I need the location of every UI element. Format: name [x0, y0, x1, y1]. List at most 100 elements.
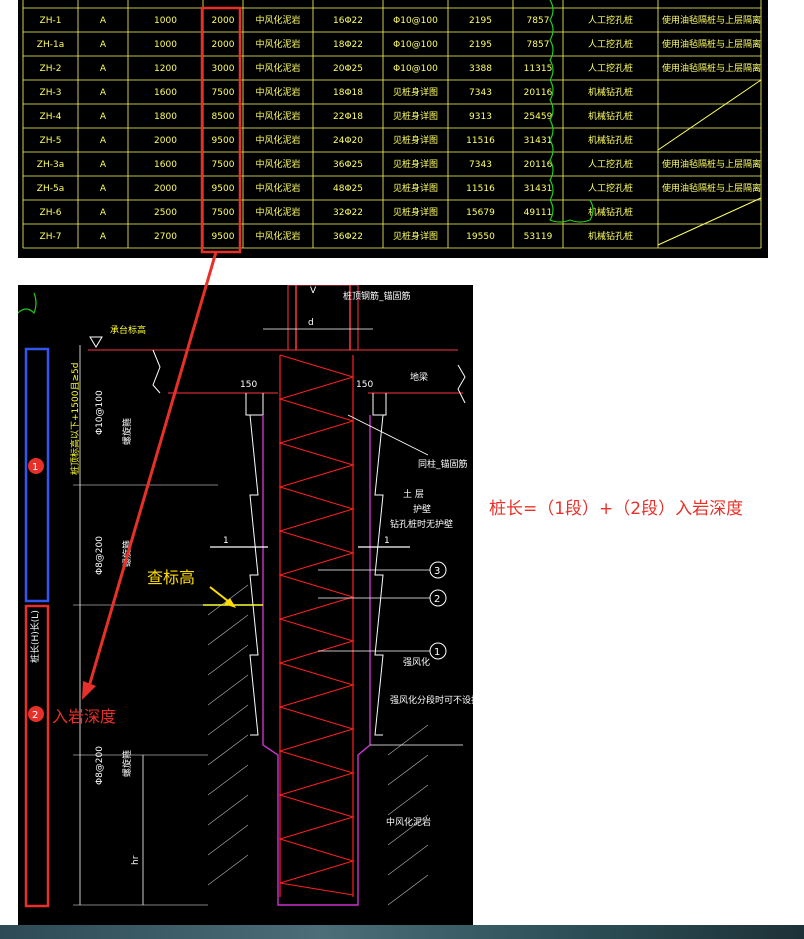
table-cell: 18Φ22 [333, 40, 363, 50]
callout-2: 2 [318, 589, 447, 607]
column-outline [287, 285, 359, 351]
revision-cloud-corner [18, 292, 37, 315]
table-cell: 见桩身详图 [393, 134, 438, 146]
table-cell: 49111 [524, 208, 553, 218]
table-cell: 见桩身详图 [393, 182, 438, 194]
elevation-mark-label: 承台标高 [110, 324, 146, 336]
wall-note-label: 钻孔桩时无护壁 [390, 518, 453, 530]
table-cell: A [100, 136, 107, 146]
anchor-note-label: 同柱_锚固筋 [418, 458, 468, 470]
diagonal-strike [657, 79, 762, 151]
table-cell: 使用油毡隔桩与上层隔离 [662, 158, 761, 170]
table-cell: 20116 [524, 88, 553, 98]
table-cell: ZH-3a [37, 160, 64, 170]
table-cell: 中风化泥岩 [255, 62, 300, 74]
table-cell: 15679 [466, 208, 495, 218]
table-cell: 2000 [154, 136, 177, 146]
table-cell: Φ10@100 [393, 64, 438, 74]
table-cell: Φ10@100 [393, 40, 438, 50]
table-cell: 机械钻孔桩 [588, 206, 633, 218]
pile-section-svg: 承台标高 V 桩顶钢筋_锚固筋 d 150 150 地梁 [18, 285, 473, 906]
cap-right-step [372, 393, 387, 416]
rock-label: 中风化泥岩 [386, 816, 431, 828]
wall-label: 护壁 [413, 503, 431, 515]
table-cell: 36Φ22 [333, 232, 363, 242]
table-cell: ZH-1a [37, 40, 64, 50]
pile-length-formula: 桩长=（1段）+（2段）入岩深度 [489, 499, 744, 519]
table-cell: A [100, 208, 107, 218]
table-cell: 48Φ25 [333, 184, 363, 194]
table-cell: A [100, 160, 107, 170]
table-cell: 见桩身详图 [393, 230, 438, 242]
table-cell: 人工挖孔桩 [588, 38, 633, 50]
table-cell: 中风化泥岩 [255, 230, 300, 242]
table-cell: 7343 [469, 160, 492, 170]
table-cell: 中风化泥岩 [255, 14, 300, 26]
table-cell: 机械钻孔桩 [588, 230, 633, 242]
table-cell: 3000 [212, 64, 235, 74]
table-cell: 22Φ18 [333, 112, 363, 122]
table-cell: A [100, 88, 107, 98]
table-cell: 19550 [466, 232, 495, 242]
stirrup-note-2: 螺旋箍 [121, 540, 133, 567]
table-cell: 人工挖孔桩 [588, 62, 633, 74]
diagonal-strike [657, 197, 762, 246]
table-cell: 机械钻孔桩 [588, 86, 633, 98]
table-cell: 使用油毡隔桩与上层隔离 [662, 14, 761, 26]
table-cell: 53119 [524, 232, 553, 242]
table-cell: ZH-6 [40, 208, 62, 218]
hr-label: hr [131, 855, 141, 865]
section-mark-right: 1 [384, 536, 390, 546]
table-cell: 2000 [154, 184, 177, 194]
table-cell: A [100, 64, 107, 74]
table-cell: 1600 [154, 88, 177, 98]
table-cell: 2000 [212, 16, 235, 26]
table-cell: 使用油毡隔桩与上层隔离 [662, 62, 761, 74]
break-line-right [457, 364, 466, 404]
dim-d-label: d [308, 318, 314, 328]
table-cell: A [100, 16, 107, 26]
cap-left-step [245, 393, 264, 416]
table-cell: 机械钻孔桩 [588, 134, 633, 146]
taskbar-strip [0, 925, 804, 939]
top-note-label: 桩顶钢筋_锚固筋 [343, 290, 411, 302]
break-line-left [152, 349, 161, 394]
table-cell: A [100, 112, 107, 122]
table-cell: 2700 [154, 232, 177, 242]
table-cell: 24Φ20 [333, 136, 363, 146]
table-cell: 使用油毡隔桩与上层隔离 [662, 182, 761, 194]
dim-150-left: 150 [240, 380, 257, 390]
table-cell: 1600 [154, 160, 177, 170]
stirrup-1-label: Φ10@100 [95, 390, 105, 435]
table-cell: 机械钻孔桩 [588, 110, 633, 122]
table-cell: 见桩身详图 [393, 206, 438, 218]
table-cell: 见桩身详图 [393, 110, 438, 122]
table-cell: 中风化泥岩 [255, 110, 300, 122]
table-cell: 31431 [524, 136, 553, 146]
table-cell: A [100, 184, 107, 194]
pile-shaft-outline [262, 415, 371, 906]
svg-text:3: 3 [434, 566, 440, 577]
table-cell: 3388 [469, 64, 492, 74]
svg-text:1: 1 [434, 647, 440, 658]
table-cell: 11516 [466, 184, 495, 194]
table-cell: ZH-7 [40, 232, 62, 242]
table-cell: 20Φ25 [333, 64, 363, 74]
table-cell: 9500 [212, 136, 235, 146]
table-cell: 中风化泥岩 [255, 134, 300, 146]
table-cell: 7857 [527, 40, 550, 50]
table-cell: 25459 [524, 112, 553, 122]
weathered-note-label: 强风化分段时可不设护壁 [390, 694, 473, 706]
table-cell: 中风化泥岩 [255, 86, 300, 98]
pile-length-label: 桩长(H)长(L) [29, 610, 41, 663]
table-cell: ZH-2 [40, 64, 62, 74]
table-cell: A [100, 40, 107, 50]
table-cell: ZH-5 [40, 136, 62, 146]
table-cell: 中风化泥岩 [255, 182, 300, 194]
table-cell: 11516 [466, 136, 495, 146]
svg-text:2: 2 [434, 594, 440, 605]
table-cell: 2195 [469, 40, 492, 50]
table-cell: ZH-1 [40, 16, 62, 26]
table-cell: 7500 [212, 88, 235, 98]
